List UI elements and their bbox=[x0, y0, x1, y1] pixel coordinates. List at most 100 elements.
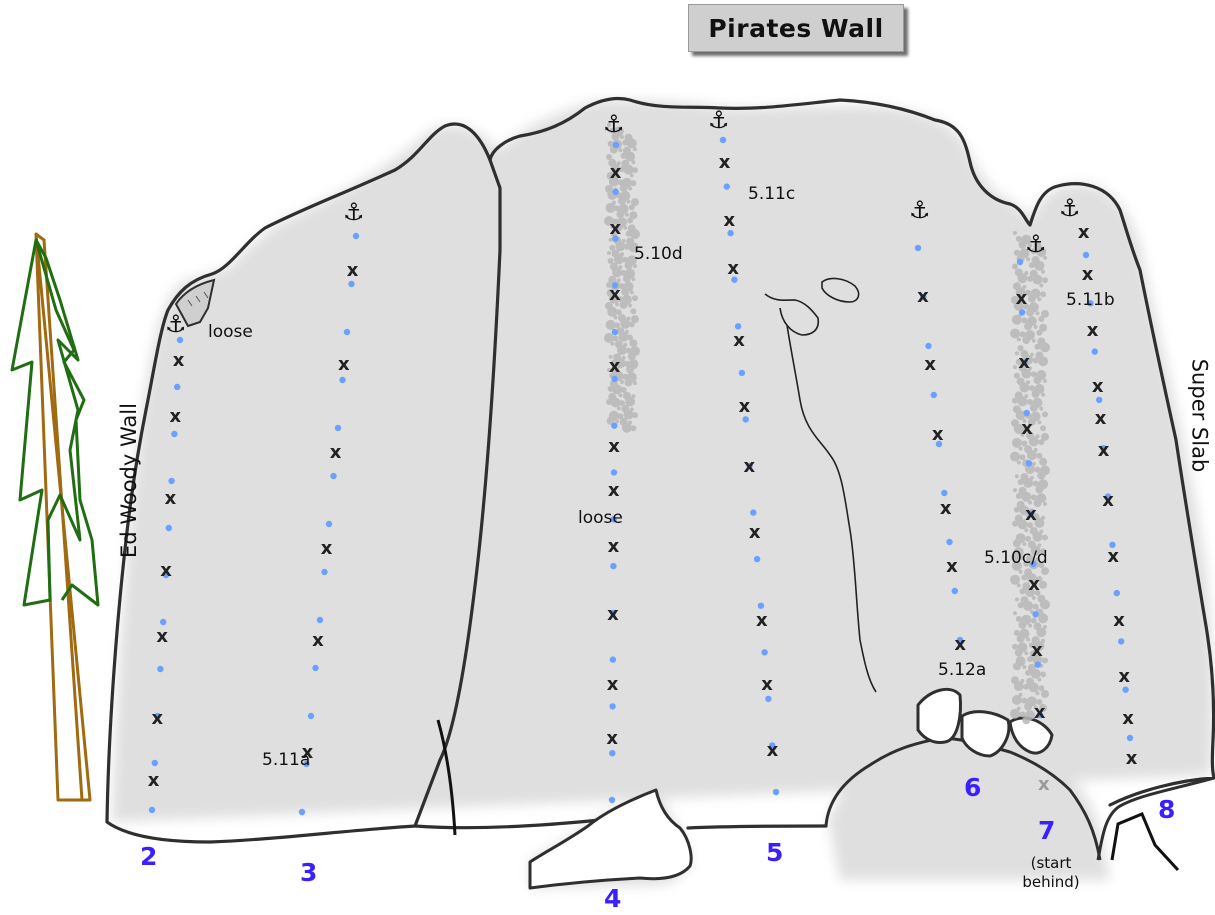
loose-rock-speck bbox=[1024, 528, 1029, 533]
loose-rock-speck bbox=[620, 190, 631, 201]
loose-rock-speck bbox=[1015, 235, 1022, 242]
loose-rock-speck bbox=[618, 203, 629, 214]
loose-rock-speck bbox=[1020, 432, 1025, 437]
bolt-x-icon: x bbox=[608, 436, 620, 457]
loose-rock-speck bbox=[1039, 323, 1048, 332]
route-dot bbox=[609, 750, 616, 757]
loose-rock-speck bbox=[1039, 703, 1048, 712]
route-dot bbox=[1126, 734, 1134, 742]
route-dot bbox=[1113, 589, 1121, 597]
loose-rock-speck bbox=[1013, 249, 1020, 256]
route-dot bbox=[941, 489, 948, 497]
loose-rock-speck bbox=[1025, 669, 1032, 676]
loose-rock-speck bbox=[615, 241, 626, 252]
route-dot bbox=[956, 636, 964, 644]
loose-rock-speck bbox=[1017, 519, 1028, 530]
loose-rock-speck bbox=[621, 177, 632, 188]
loose-rock-speck bbox=[1020, 678, 1025, 683]
anchor-icon: ⚓ bbox=[343, 198, 365, 226]
bolt-x-icon: x bbox=[756, 610, 768, 631]
loose-rock-speck bbox=[1040, 425, 1047, 432]
route-dot bbox=[157, 665, 164, 673]
route-dot bbox=[312, 664, 319, 672]
loose-rock-speck bbox=[1015, 656, 1026, 667]
bolt-x-icon: x bbox=[932, 424, 944, 445]
loose-rock-speck bbox=[1028, 623, 1032, 628]
loose-rock-speck bbox=[1038, 562, 1045, 569]
loose-rock-speck bbox=[609, 244, 616, 251]
loose-rock-speck bbox=[608, 410, 619, 421]
route-number-8: 8 bbox=[1158, 795, 1176, 824]
loose-rock-speck bbox=[610, 397, 621, 408]
loose-rock-speck bbox=[1014, 597, 1019, 602]
loose-rock-speck bbox=[618, 393, 623, 398]
route-dot bbox=[160, 618, 167, 626]
anchor-icon: ⚓ bbox=[603, 110, 625, 138]
route-dot bbox=[1025, 460, 1033, 467]
loose-rock-speck bbox=[628, 420, 633, 425]
route-dot bbox=[1027, 510, 1035, 517]
bolt-x-icon: x bbox=[1122, 708, 1134, 729]
loose-rock-speck bbox=[1040, 291, 1047, 298]
loose-rock-speck bbox=[631, 277, 636, 282]
loose-rock-speck bbox=[609, 127, 616, 134]
loose-rock-speck bbox=[623, 164, 634, 175]
loose-rock-speck bbox=[1032, 654, 1043, 665]
loose-rock-speck bbox=[631, 315, 639, 324]
loose-rock-speck bbox=[1021, 491, 1032, 502]
bolt-x-icon: x bbox=[160, 560, 172, 581]
route-dot bbox=[1109, 541, 1116, 548]
loose-rock-speck bbox=[1019, 505, 1030, 516]
loose-rock-speck bbox=[619, 283, 625, 290]
loose-rock-speck bbox=[632, 412, 638, 419]
loose-rock-speck bbox=[630, 180, 637, 187]
loose-rock-speck bbox=[611, 200, 616, 205]
bolt-x-icon: x bbox=[744, 456, 756, 477]
loose-rock-speck bbox=[629, 290, 634, 295]
loose-rock-speck bbox=[604, 333, 614, 343]
loose-rock-speck bbox=[623, 409, 634, 420]
route-dot bbox=[303, 760, 310, 768]
loose-rock-speck bbox=[1016, 583, 1021, 588]
route-dot bbox=[1023, 409, 1030, 417]
loose-rock-speck bbox=[618, 265, 623, 270]
loose-rock-speck bbox=[1010, 451, 1020, 462]
loose-rock-speck bbox=[620, 252, 624, 257]
bolt-x-icon: x bbox=[609, 284, 621, 305]
bolt-x-icon: x bbox=[954, 634, 966, 655]
base-rock-8 bbox=[1110, 812, 1180, 872]
loose-rock-speck bbox=[1023, 560, 1030, 567]
route-dot bbox=[612, 141, 620, 149]
bolt-x-icon: x bbox=[1018, 352, 1030, 373]
bolt-x-icon: x bbox=[152, 708, 164, 729]
loose-rock-speck bbox=[1041, 690, 1049, 698]
route-number-3: 3 bbox=[300, 858, 318, 887]
route-dot bbox=[176, 336, 184, 344]
loose-rock-speck bbox=[1021, 697, 1028, 704]
loose-rock-speck bbox=[1021, 368, 1032, 379]
loose-rock-speck bbox=[1034, 260, 1045, 271]
loose-rock-speck bbox=[1038, 685, 1045, 692]
route-dot bbox=[174, 383, 181, 391]
loose-rock-speck bbox=[1043, 255, 1047, 260]
anchor-icon: ⚓ bbox=[909, 196, 931, 224]
anchor-icon: ⚓ bbox=[1025, 230, 1047, 258]
loose-rock-speck bbox=[633, 147, 637, 152]
loose-rock-speck bbox=[620, 318, 631, 329]
route-dot bbox=[611, 282, 619, 289]
route-dot bbox=[765, 695, 772, 703]
bolt-x-icon: x bbox=[1095, 408, 1107, 429]
loose-rock-speck bbox=[606, 154, 612, 160]
loose-rock-speck bbox=[618, 331, 629, 342]
loose-rock-speck bbox=[623, 360, 630, 367]
route-dot bbox=[330, 472, 337, 480]
tree-icon bbox=[10, 232, 100, 802]
loose-rock-speck bbox=[1020, 298, 1025, 303]
loose-rock-speck bbox=[1013, 231, 1017, 235]
loose-rock-speck bbox=[1033, 705, 1038, 710]
loose-rock-speck bbox=[1011, 314, 1022, 325]
route-dot bbox=[611, 375, 618, 383]
